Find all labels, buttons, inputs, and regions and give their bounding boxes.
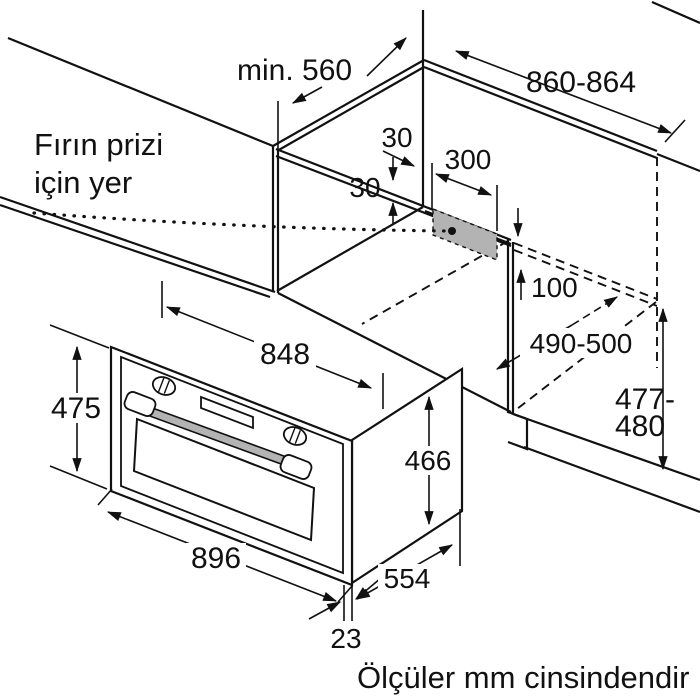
dim-oven-body-height: 466 bbox=[405, 445, 452, 476]
socket-dot bbox=[448, 227, 456, 235]
control-knob-right bbox=[282, 426, 308, 446]
units-note: Ölçüler mm cinsindendir bbox=[357, 660, 690, 695]
dim-socket-width: 300 bbox=[445, 144, 492, 175]
dim-door-protrusion: 23 bbox=[330, 623, 361, 654]
dim-niche-width: 860-864 bbox=[526, 66, 636, 99]
socket-leader-dotted-line bbox=[32, 211, 451, 233]
socket-area bbox=[432, 207, 498, 262]
oven-display bbox=[200, 395, 254, 430]
dim-fascia-strip: 30 bbox=[349, 172, 380, 203]
dim-gap-socket-side: 30 bbox=[381, 122, 412, 153]
socket-note-line2: için yer bbox=[34, 165, 132, 200]
countertop-left-edge bbox=[7, 36, 274, 148]
oven-handle-cap-right bbox=[279, 454, 313, 480]
left-counter-edge bbox=[0, 195, 276, 294]
socket-zone bbox=[432, 207, 498, 262]
dim-oven-body-width: 848 bbox=[260, 338, 310, 371]
oven-front-inner-frame bbox=[120, 355, 344, 575]
dim-counter-depth: min. 560 bbox=[237, 54, 352, 87]
right-counter-top-edge bbox=[512, 412, 700, 482]
dim-oven-front-height: 475 bbox=[51, 392, 101, 425]
oven-body-side bbox=[350, 366, 464, 586]
label-backgrounds bbox=[48, 328, 642, 592]
dim-oven-body-depth: 554 bbox=[384, 563, 431, 594]
socket-note-line1: Fırın prizi bbox=[34, 127, 163, 162]
dim-niche-depth: 490-500 bbox=[530, 328, 633, 359]
dim-niche-height-2: 480 bbox=[615, 410, 665, 443]
dim-oven-front-width: 896 bbox=[191, 542, 241, 575]
diagram-labels: Fırın prizi için yer min. 560 860-864 30… bbox=[34, 54, 690, 695]
niche-floor-left-edge bbox=[276, 206, 424, 292]
dim-socket-height: 100 bbox=[531, 272, 578, 303]
oven-handle-cap-left bbox=[123, 391, 157, 417]
dim-niche-height-1: 477- bbox=[615, 383, 675, 416]
hidden-edges bbox=[361, 157, 658, 413]
